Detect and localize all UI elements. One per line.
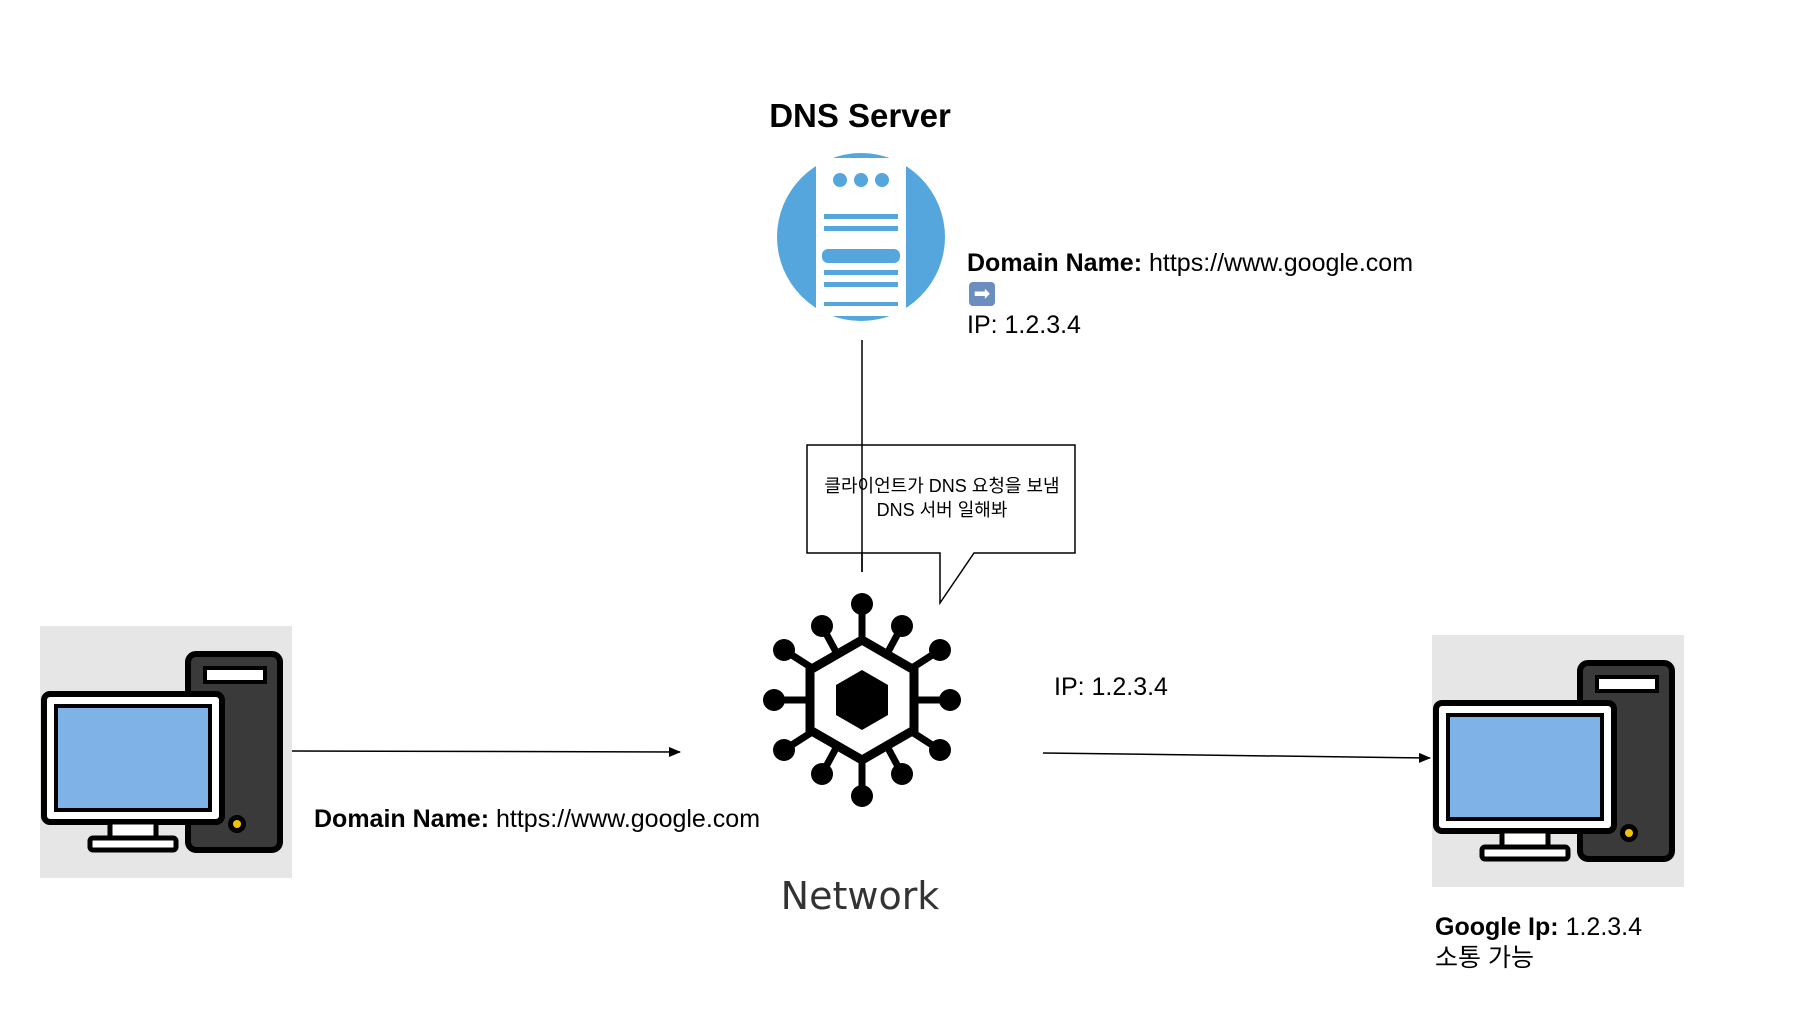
callout-text: 클라이언트가 DNS 요청을 보냄 DNS 서버 일해봐 (808, 474, 1076, 522)
dns-mapping-domain-value: https://www.google.com (1149, 249, 1414, 277)
callout-line-2: DNS 서버 일해봐 (876, 500, 1008, 520)
client-request-domain-label: Domain Name: (314, 805, 490, 833)
desktop-computer-icon (41, 651, 283, 853)
client-computer (40, 626, 292, 878)
response-ip-label: IP: 1.2.3.4 (1054, 673, 1168, 701)
client-request-domain-value: https://www.google.com (496, 805, 761, 833)
client-to-network-arrow (291, 746, 681, 757)
callout-box (806, 444, 1076, 606)
network-to-google-arrow (1042, 752, 1431, 763)
network-hub-icon (763, 593, 961, 807)
server-icon (777, 153, 945, 321)
google-server-info: Google Ip: 1.2.3.4 소통 가능 (1435, 912, 1642, 974)
callout-line-1: 클라이언트가 DNS 요청을 보냄 (824, 476, 1060, 496)
dns-mapping-domain-label: Domain Name: (967, 249, 1143, 277)
dns-mapping-domain: Domain Name: https://www.google.com (967, 249, 1413, 278)
google-ip-line: Google Ip: 1.2.3.4 (1435, 912, 1642, 943)
google-ip-label: Google Ip: (1435, 913, 1559, 941)
dns-server-title: DNS Server (769, 97, 951, 134)
desktop-computer-icon (1433, 660, 1675, 862)
google-server-computer (1432, 635, 1684, 887)
dns-mapping-ip: IP: 1.2.3.4 (967, 311, 1081, 339)
client-request-label: Domain Name: https://www.google.com (314, 805, 760, 834)
right-arrow-icon: ➡ (969, 282, 995, 306)
network-label: Network (780, 874, 940, 918)
google-status: 소통 가능 (1435, 944, 1534, 972)
google-ip-value: 1.2.3.4 (1565, 913, 1643, 941)
dns-mapping-arrow: ➡ (969, 282, 995, 306)
